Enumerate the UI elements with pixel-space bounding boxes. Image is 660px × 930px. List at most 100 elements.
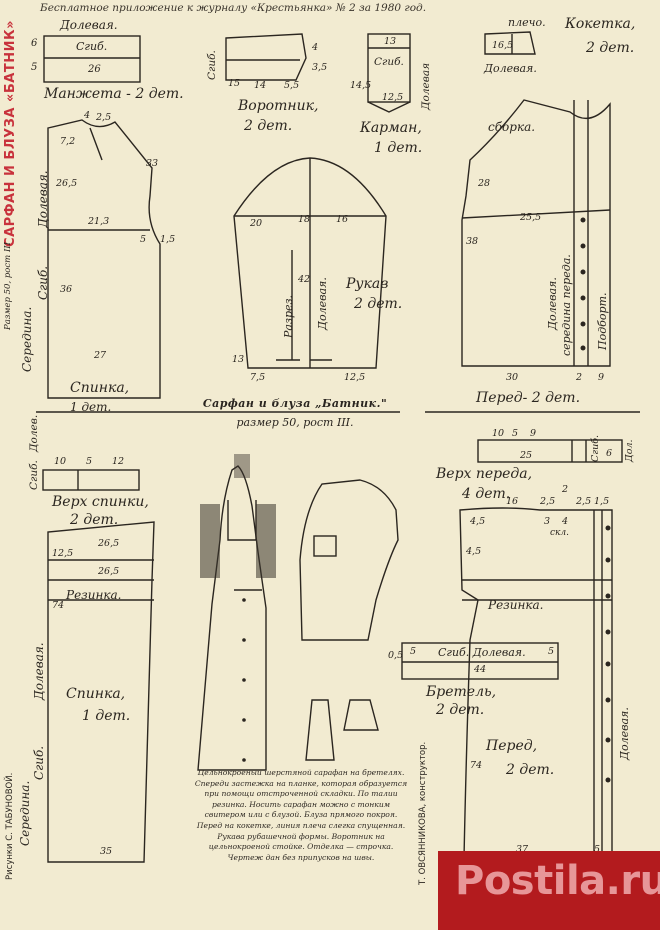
front-top-dim: 10: [492, 428, 505, 439]
pocket-name: Карман,: [360, 120, 422, 136]
sun-front-dim: 74: [470, 760, 483, 771]
sleeve-count: 2 дет.: [354, 296, 403, 312]
watermark-logo: [438, 851, 660, 930]
back-dim: 1,5: [160, 234, 176, 245]
front-dim: 9: [598, 372, 605, 383]
collar-dim: 3,5: [312, 62, 328, 73]
collar-dim: 5,5: [284, 80, 300, 91]
strap-fold-label: Сгиб. Долевая.: [438, 646, 526, 659]
pocket-count: 1 дет.: [374, 140, 423, 156]
pocket-dim: 13: [384, 36, 397, 47]
sun-back-name: Спинка,: [66, 686, 126, 702]
front-top-dim: 9: [530, 428, 537, 439]
front-top-dim: 16: [506, 496, 519, 507]
sun-back-dim: 74: [52, 600, 65, 611]
sleeve-dim: 18: [298, 214, 311, 225]
back-dim: 4: [84, 110, 91, 121]
cuff-dim: 5: [31, 62, 38, 73]
sleeve-slit-label: Разрез.: [282, 294, 295, 338]
front-center-label: середина переда.: [560, 254, 573, 356]
sun-front-elastic-label: Резинка.: [488, 598, 544, 612]
back-top-grain-label: Долев.: [28, 414, 40, 452]
sun-front-name: Перед,: [486, 738, 538, 754]
collar-dim: 4: [312, 42, 319, 53]
front-top-dim: 5: [512, 428, 519, 439]
sun-back-dim: 12,5: [52, 548, 74, 559]
sun-front-dim: 5: [594, 844, 601, 855]
front-top-fold-label: Сгиб.: [590, 434, 601, 462]
yoke-shoulder-label: плечо.: [508, 16, 546, 29]
back-dim: 21,3: [88, 216, 110, 227]
back-dim: 5: [140, 234, 147, 245]
back-dim: 27: [94, 350, 107, 361]
front-top-dim: 4: [562, 516, 569, 527]
yoke-dim: 16,5: [492, 40, 514, 51]
front-dim: 38: [466, 236, 479, 247]
yoke-grain-label: Долевая.: [484, 62, 537, 75]
collar-dim: 14: [254, 80, 267, 91]
front-top-dim: 25: [520, 450, 533, 461]
collar-name: Воротник,: [238, 98, 319, 114]
sun-back-count: 1 дет.: [82, 708, 131, 724]
yoke-count: 2 дет.: [586, 40, 635, 56]
sun-front-count: 2 дет.: [506, 762, 555, 778]
front-top-count: 4 дет.: [462, 486, 511, 502]
strap-dim: 44: [474, 664, 487, 675]
watermark-text: Postila.ru: [455, 858, 660, 904]
center-title: Сарфан и блуза „Батник.": [202, 397, 388, 410]
sleeve-name: Рукав: [346, 276, 389, 292]
back-count: 1 дет.: [70, 400, 112, 414]
front-top-dim: 2,5: [576, 496, 592, 507]
pocket-grain-label: Долевая: [420, 62, 432, 110]
cuff-dim: 6: [31, 38, 38, 49]
sleeve-dim: 20: [250, 218, 263, 229]
strap-dim: 5: [548, 646, 555, 657]
sleeve-grain-label: Долевая.: [316, 277, 329, 330]
sun-back-grain-label: Долевая.: [32, 642, 46, 700]
front-dim: 30: [506, 372, 519, 383]
center-subtitle: размер 50, рост III.: [236, 416, 354, 429]
sleeve-dim: 7,5: [250, 372, 266, 383]
cuff-name: Манжета - 2 дет.: [44, 86, 184, 102]
front-top-grain-label: Дол.: [624, 439, 635, 462]
back-fold-label: Сгиб.: [36, 265, 50, 300]
back-top-dim: 12: [112, 456, 125, 467]
strap-count: 2 дет.: [436, 702, 485, 718]
collar-dim: 15: [228, 78, 241, 89]
back-dim: 7,2: [60, 136, 76, 147]
front-gather-label: сборка.: [488, 120, 536, 134]
back-dim: 36: [60, 284, 73, 295]
front-top-dim: скл.: [550, 528, 570, 538]
sun-back-dim: 26,5: [98, 538, 120, 549]
front-dim: 28: [478, 178, 491, 189]
front-top-dim: 6: [606, 448, 613, 459]
back-top-count: 2 дет.: [70, 512, 119, 528]
sun-front-dim: 4,5: [466, 546, 482, 557]
collar-count: 2 дет.: [244, 118, 293, 134]
front-grain-label: Долевая.: [546, 277, 559, 330]
back-top-dim: 10: [54, 456, 67, 467]
cuff-grain-label: Долевая.: [60, 18, 118, 32]
sleeve-dim: 16: [336, 214, 349, 225]
front-name: Перед- 2 дет.: [476, 390, 581, 406]
front-dim: 2: [576, 372, 583, 383]
front-top-dim: 1,5: [594, 496, 610, 507]
back-name: Спинка,: [70, 380, 130, 396]
sun-back-center-label: Середина.: [18, 780, 32, 846]
sun-front-dim: 37: [516, 844, 529, 855]
back-dim: 2,5: [96, 112, 112, 123]
strap-dim: 0,5: [388, 650, 404, 661]
strap-dim: 5: [410, 646, 417, 657]
pocket-dim: 12,5: [382, 92, 404, 103]
back-grain-label: Долевая.: [36, 170, 50, 228]
back-top-name: Верх спинки,: [52, 494, 149, 510]
back-dim: 26,5: [56, 178, 78, 189]
cuff-fold-label: Сгиб.: [76, 40, 108, 53]
sun-back-fold-label: Сгиб.: [32, 745, 46, 780]
front-top-dim: 4,5: [470, 516, 486, 527]
strap-name: Бретель,: [426, 684, 497, 700]
back-center-label: Середина.: [20, 306, 34, 372]
header-text: Бесплатное приложение к журналу «Крестья…: [40, 2, 427, 14]
